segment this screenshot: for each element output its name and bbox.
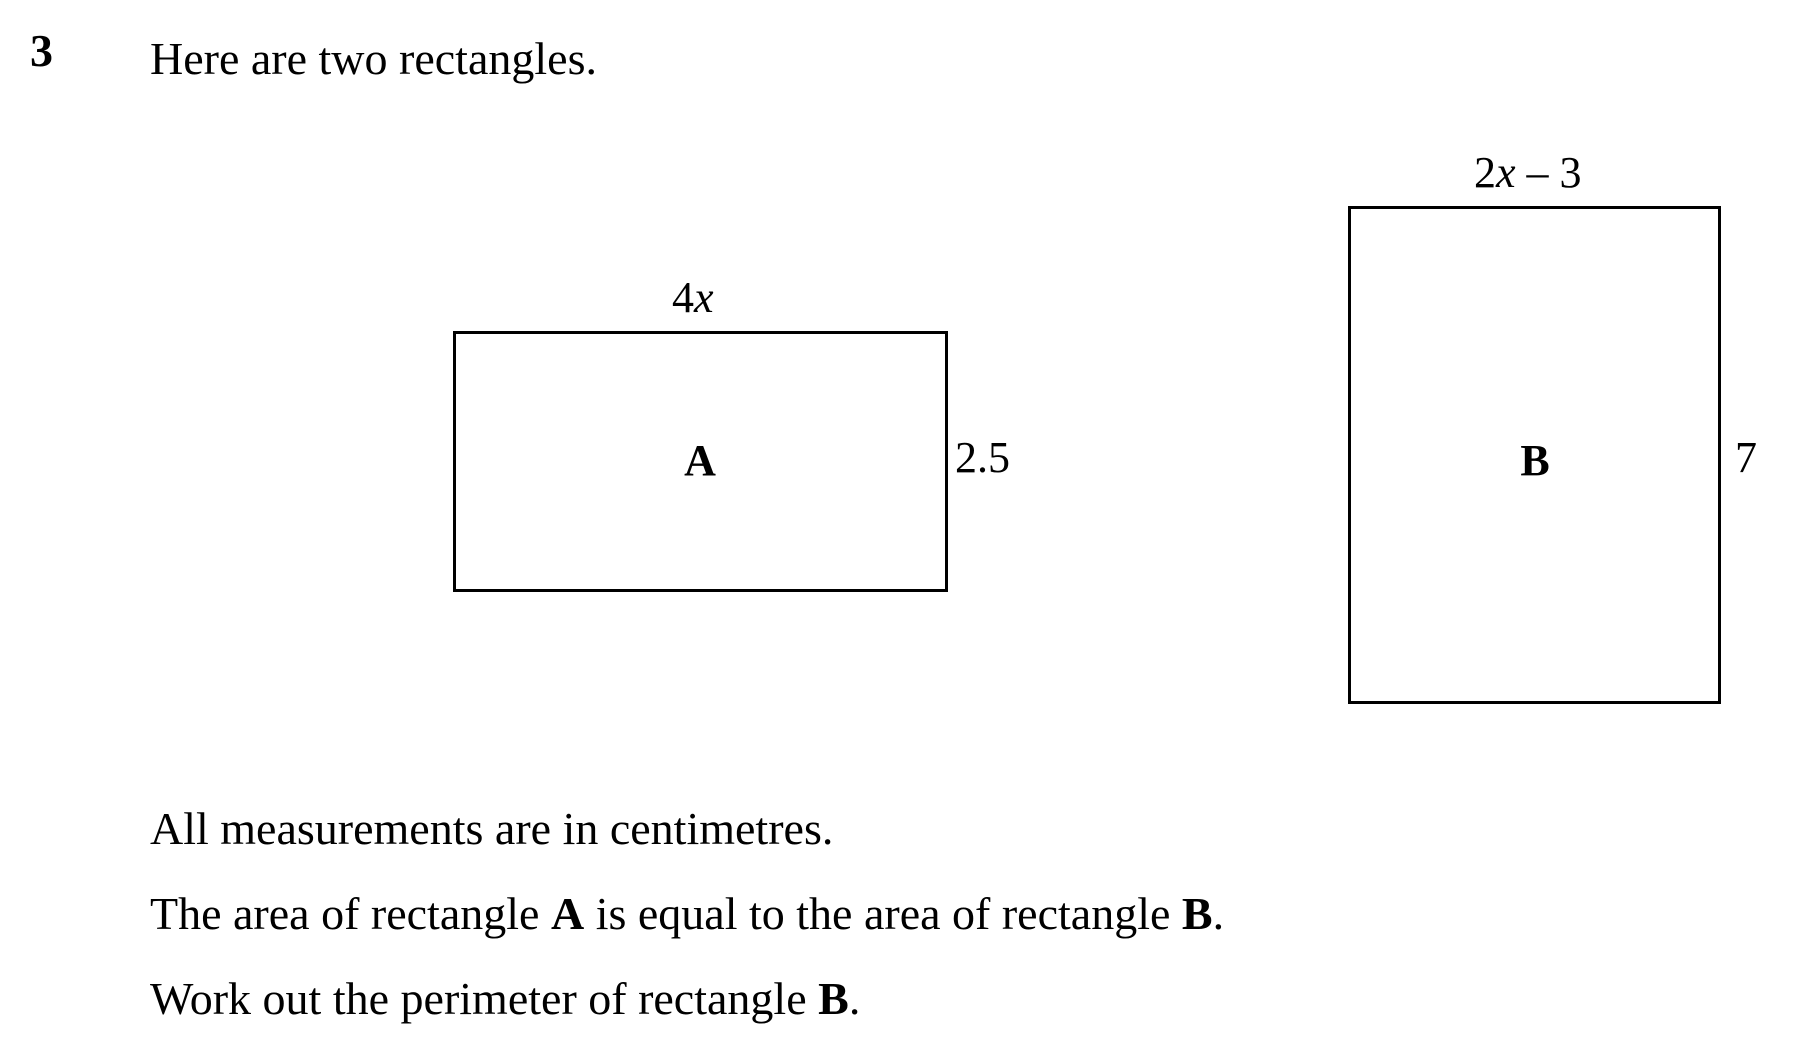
question-number: 3 xyxy=(30,25,53,76)
rectangle-b xyxy=(1348,206,1721,704)
rectangle-a xyxy=(453,331,948,592)
rectangle-b-label: B xyxy=(1520,436,1550,485)
rect-b-height-label: 7 xyxy=(1735,433,1757,482)
measurements-note: All measurements are in centimetres. xyxy=(150,803,834,854)
rectangle-a-label: A xyxy=(684,436,716,485)
rect-a-height-label: 2.5 xyxy=(955,433,1010,482)
area-statement: The area of rectangle A is equal to the … xyxy=(150,888,1225,939)
rect-a-width-label: 4x xyxy=(672,273,714,322)
rect-b-width-label: 2x – 3 xyxy=(1474,148,1582,197)
question-intro: Here are two rectangles. xyxy=(150,33,597,84)
task-statement: Work out the perimeter of rectangle B. xyxy=(150,973,861,1024)
